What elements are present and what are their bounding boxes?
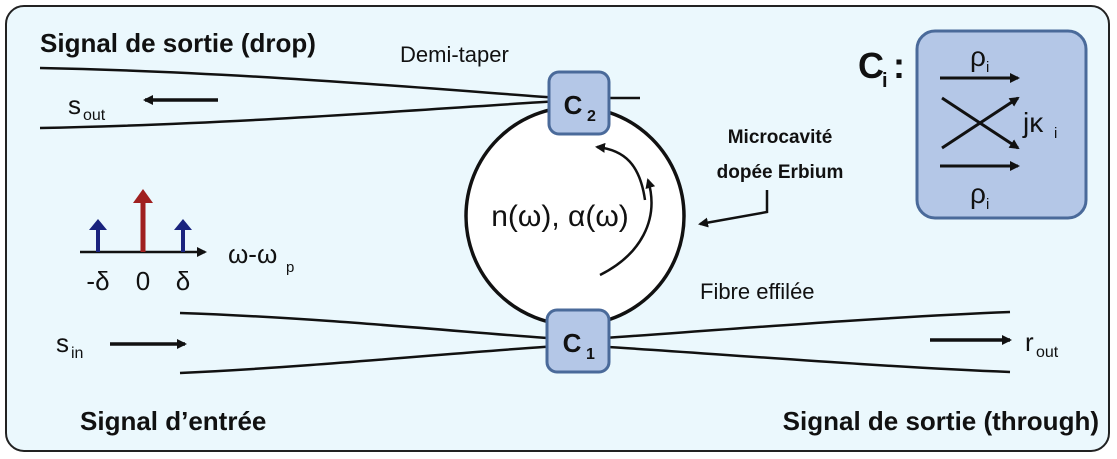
drop-taper-lower-line — [39, 99, 561, 130]
coupler-c2-subscript: 2 — [587, 108, 596, 125]
drop-title: Signal de sortie (drop) — [40, 28, 316, 58]
s-out-label: s — [68, 90, 81, 120]
sideband-plus-head — [174, 219, 192, 230]
legend-box — [915, 29, 1088, 220]
legend-jkappa: jκ — [1022, 107, 1044, 138]
legend-rho-bottom-subscript: i — [986, 196, 989, 213]
coupler-legend: C i : ρ i jκ i ρ i — [858, 29, 1088, 220]
coupler-c1-subscript: 1 — [586, 346, 595, 363]
drop-taper-upper-line — [39, 66, 640, 100]
coupler-c1: C 1 — [545, 308, 611, 374]
r-out-label: r — [1025, 327, 1034, 357]
microcavity-pointer-arrow — [698, 190, 769, 228]
circulation-arrow-lower — [599, 178, 656, 277]
frequency-axis-subscript: p — [286, 259, 294, 276]
carrier-head — [133, 189, 153, 203]
s-in-label: s — [56, 328, 69, 358]
s-in-subscript: in — [71, 345, 83, 362]
circulation-arrow-upper — [595, 142, 647, 201]
tick-delta: δ — [176, 266, 190, 296]
legend-ci-label: C — [858, 45, 884, 86]
frequency-axis-label: ω-ω — [228, 239, 277, 269]
coupler-c2: C 2 — [547, 70, 611, 136]
through-signal-title: Signal de sortie (through) — [783, 406, 1099, 436]
legend-ci-subscript: i — [882, 70, 888, 92]
microcavity-label-line1: Microcavité — [728, 127, 833, 148]
tick-minus-delta: -δ — [86, 266, 109, 296]
refractive-index-label: n(ω), α(ω) — [491, 200, 629, 233]
sideband-minus-head — [89, 219, 107, 230]
input-signal-title: Signal d’entrée — [80, 406, 266, 436]
legend-rho-bottom: ρ — [970, 178, 986, 209]
legend-rho-top-subscript: i — [986, 59, 989, 76]
coupler-c1-label: C — [563, 328, 582, 358]
legend-ci-colon: : — [893, 45, 905, 86]
tick-zero: 0 — [136, 266, 150, 296]
microcavity-label-line2: dopée Erbium — [717, 162, 844, 183]
frequency-spectrum: ω-ω p -δ 0 δ — [80, 189, 294, 296]
s-out-subscript: out — [83, 107, 106, 124]
legend-rho-top: ρ — [970, 41, 986, 72]
demi-taper-label: Demi-taper — [400, 42, 509, 67]
legend-jkappa-subscript: i — [1054, 125, 1057, 142]
r-out-subscript: out — [1036, 344, 1059, 361]
coupler-c2-label: C — [564, 90, 583, 120]
legend-cross-arrow-up — [941, 96, 1020, 150]
fibre-effilee-label: Fibre effilée — [700, 279, 815, 304]
